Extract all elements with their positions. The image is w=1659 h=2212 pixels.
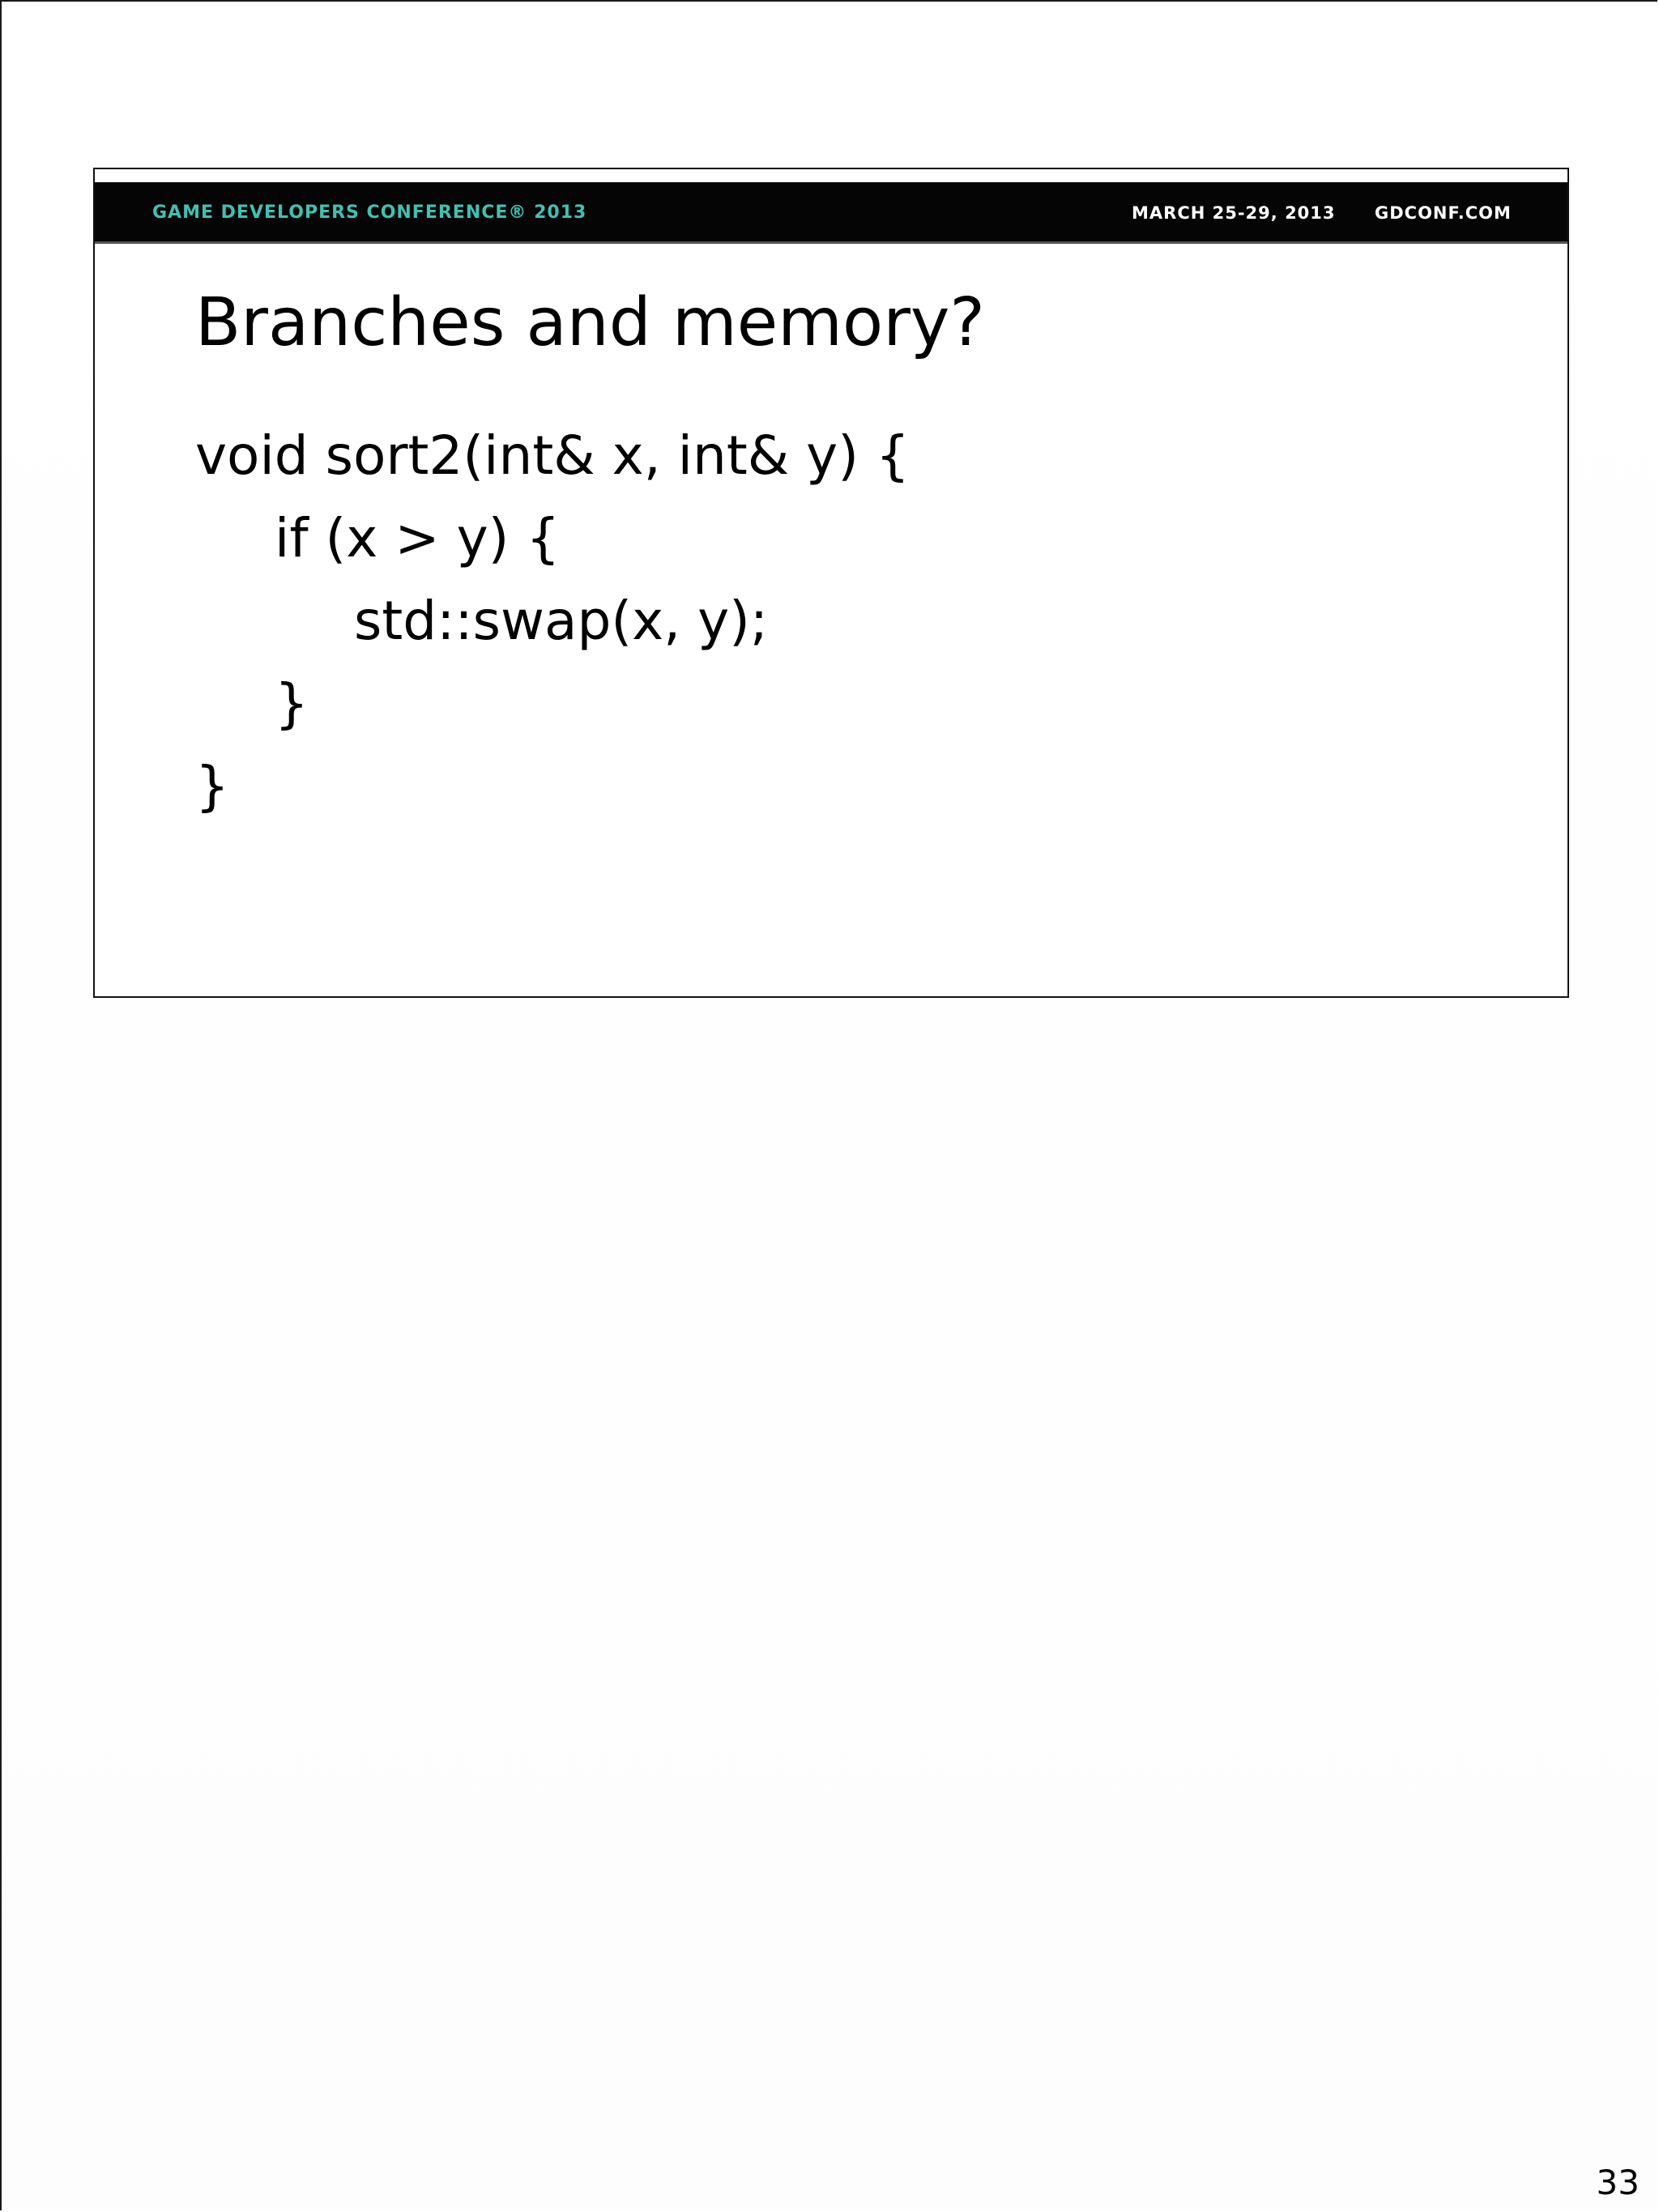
code-block: void sort2(int& x, int& y) { if (x > y) … (195, 415, 910, 828)
code-line: void sort2(int& x, int& y) { (195, 424, 910, 487)
conference-name: GAME DEVELOPERS CONFERENCE® 2013 (152, 202, 587, 223)
code-line: std::swap(x, y); (354, 590, 769, 652)
conference-dates: MARCH 25-29, 2013 (1132, 203, 1336, 223)
slide-header-bar: GAME DEVELOPERS CONFERENCE® 2013 MARCH 2… (95, 182, 1567, 244)
page-number: 33 (1596, 2163, 1640, 2202)
code-line: } (195, 755, 229, 817)
conference-website: GDCONF.COM (1375, 203, 1512, 223)
code-line: if (x > y) { (275, 507, 561, 569)
code-line: } (275, 672, 309, 735)
slide-thumbnail: GAME DEVELOPERS CONFERENCE® 2013 MARCH 2… (93, 168, 1569, 998)
slide-title: Branches and memory? (195, 284, 985, 361)
